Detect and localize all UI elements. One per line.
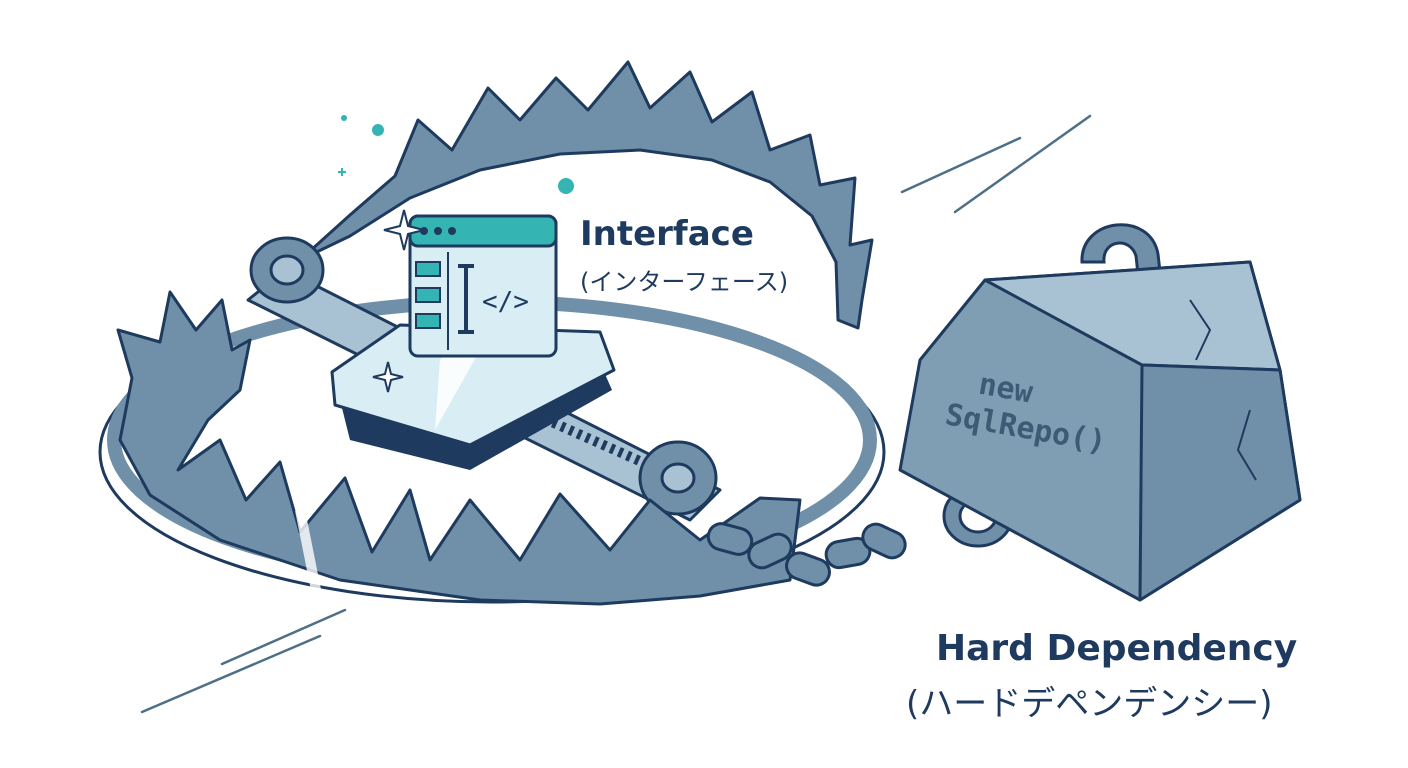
trap-back-jaw (298, 60, 874, 330)
interface-label: Interface (580, 214, 754, 254)
hard-dependency-sublabel: (ハードデペンデンシー) (906, 684, 1273, 724)
motion-lines (140, 114, 1092, 714)
trap-front-jaw (116, 290, 802, 606)
window-code-glyph: </> (482, 287, 529, 317)
interface-window-icon: </> (408, 214, 558, 358)
interface-sublabel: (インターフェース) (580, 268, 789, 296)
accent-dots (338, 115, 574, 194)
weight-block: new SqlRepo() (898, 223, 1302, 602)
hard-dependency-label: Hard Dependency (936, 628, 1298, 669)
sparkle-icon (372, 209, 425, 393)
